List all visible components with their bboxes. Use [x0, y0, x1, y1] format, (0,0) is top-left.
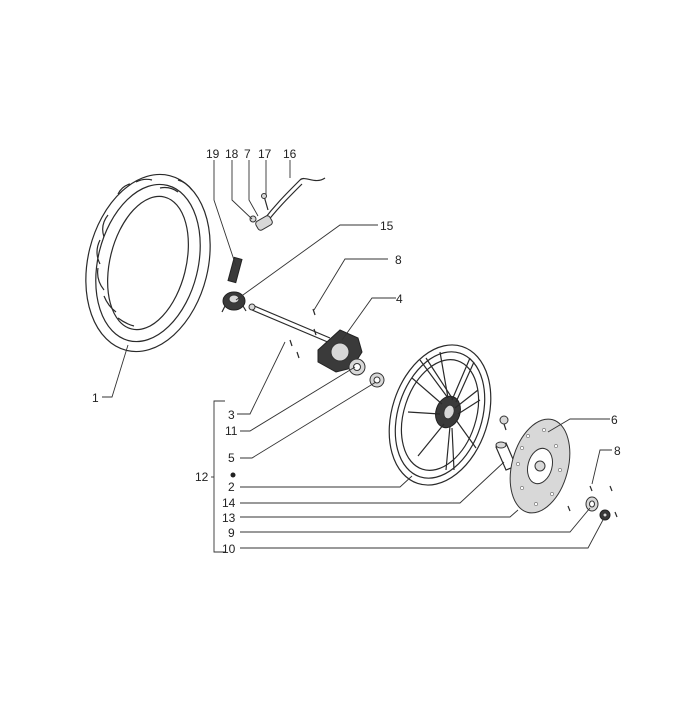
callout-8-lower: 8: [614, 444, 621, 458]
callout-17: 17: [258, 147, 272, 161]
bolts-upper: [289, 308, 317, 359]
callout-12: 12: [195, 470, 209, 484]
speedometer-drive: [221, 291, 247, 313]
callout-11: 11: [225, 424, 238, 438]
callout-6: 6: [611, 413, 618, 427]
leader-lines: [102, 160, 612, 553]
brake-disc: [509, 418, 571, 514]
callout-8-upper: 8: [395, 253, 402, 267]
callout-15: 15: [380, 219, 394, 233]
tyre: [85, 173, 211, 353]
callout-18: 18: [225, 147, 239, 161]
spring: [227, 256, 243, 284]
callout-16: 16: [283, 147, 297, 161]
callout-labels: 1 2 3 4 5 6 7 8 8 9 10 11 12 13 14 15 16…: [92, 147, 621, 556]
callout-19: 19: [206, 147, 220, 161]
callout-1: 1: [92, 391, 99, 405]
callout-7: 7: [244, 147, 251, 161]
wheel-rim: [388, 344, 492, 486]
valve-bolt: [499, 415, 509, 431]
washer-9: [585, 496, 599, 512]
callout-13: 13: [222, 511, 236, 525]
callout-14: 14: [222, 496, 236, 510]
spacer-tube: [495, 441, 517, 471]
small-screw: [261, 193, 269, 211]
seal: [348, 358, 366, 376]
callout-3: 3: [228, 408, 235, 422]
callout-10: 10: [222, 542, 236, 556]
cable-fitting: [255, 215, 273, 231]
speedometer-cable: [261, 177, 326, 227]
washer-small: [249, 215, 257, 223]
axle: [248, 303, 331, 344]
dot-marker: [230, 472, 236, 478]
callout-4: 4: [396, 292, 403, 306]
callout-9: 9: [228, 526, 235, 540]
nut-10: [599, 509, 611, 521]
bolts-lower: [567, 485, 618, 518]
callout-5: 5: [228, 451, 235, 465]
callout-2: 2: [228, 480, 235, 494]
